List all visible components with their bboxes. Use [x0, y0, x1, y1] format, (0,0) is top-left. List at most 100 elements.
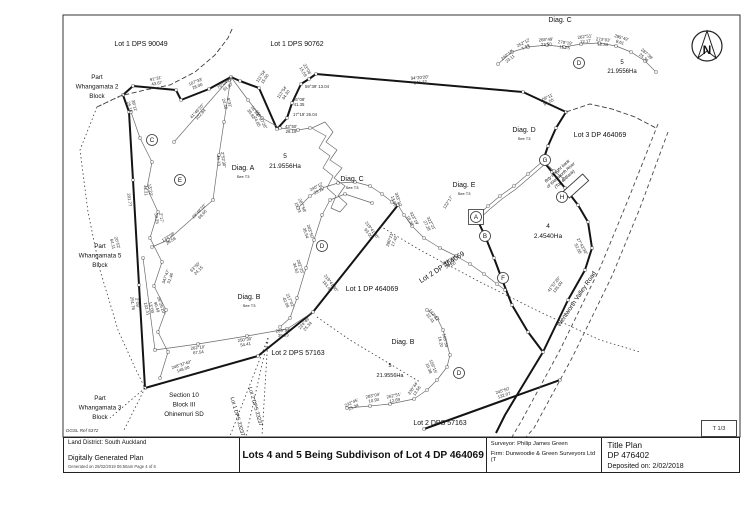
label-lot2-dp464069: Lot 2 DP 464069 [418, 250, 466, 284]
bearing-label: 207°58'15.73 [293, 198, 308, 215]
traverse-mark [320, 186, 324, 190]
bearing-label: 59°39' 13.04 [305, 84, 330, 89]
reference-mark-letter: H [560, 194, 564, 201]
reference-mark-g [539, 154, 551, 166]
reference-mark-letter: C [150, 137, 155, 144]
traverse-mark [131, 84, 135, 88]
reference-mark-letter: E [178, 177, 182, 184]
title-block: Land District: South Auckland Digitally … [63, 437, 740, 473]
traverse-mark [438, 246, 442, 250]
bearing-label: 240°12'23.11 [309, 181, 327, 197]
reference-mark-f [497, 272, 509, 284]
bearing-label: 250°30'54.41 [237, 336, 253, 348]
traverse-mark [166, 238, 170, 242]
traverse-mark [307, 77, 311, 81]
traverse-mark [158, 376, 162, 380]
traverse-mark [526, 172, 530, 176]
traverse-mark [526, 45, 530, 49]
traverse-mark [643, 59, 647, 63]
bearing-label: 283°04'10.93 [365, 392, 381, 405]
bearing-label: 202°25'34.62 [291, 259, 305, 276]
label-lot1-dp464069: Lot 1 DP 464069 [346, 286, 399, 293]
bearing-label: 26°08'41.35 [293, 97, 305, 107]
bearing-label: 39°11'25.16 [126, 99, 139, 113]
traverse-4146 [173, 76, 232, 143]
traverse-mark [422, 427, 426, 431]
traverse-mark [410, 224, 414, 228]
digitally-generated-plan: Digitally Generated Plan [68, 455, 144, 462]
traverse-left-short [142, 257, 156, 351]
traverse-mark [454, 254, 458, 258]
traverse-mark [380, 192, 384, 196]
bearing-label: 285°49'8.61 [612, 33, 629, 47]
title-block-title-cell: Lots 4 and 5 Being Subdivison of Lot 4 D… [240, 438, 487, 472]
reference-mark-c [146, 134, 158, 146]
label-diag-c-north: Diag. C [548, 17, 571, 24]
traverse-mark [545, 43, 549, 47]
traverse-mark [412, 397, 416, 401]
traverse-mark [174, 88, 178, 92]
bearing-label: 109°11'81.55 [539, 92, 556, 107]
bearing-label: 159°15'19.38 [424, 359, 439, 376]
traverse-mark [496, 62, 500, 66]
traverse-mark [196, 342, 200, 346]
traverse-mark [288, 316, 292, 320]
north-arrow-icon: N [691, 29, 723, 62]
reference-mark-d [453, 367, 465, 379]
traverse-mark [654, 70, 658, 74]
reference-mark-letter: F [501, 275, 505, 282]
bearing-label: 113°54'34.30 [276, 85, 292, 102]
bearing-label: 17°19' 26.04 [293, 112, 318, 117]
traverse-mark [217, 153, 221, 157]
label-lot2-dps23237: Lot 2 DPS 23237 [247, 386, 264, 426]
bearing-label: 2°08'251.76 [129, 296, 140, 311]
traverse-mark [448, 353, 452, 357]
bearing-label: 13°22'41.21 [142, 183, 153, 197]
creek-link [230, 76, 311, 131]
traverse-mark [148, 236, 152, 240]
ray-dps23237-1 [229, 337, 269, 437]
river-traverse [475, 160, 544, 218]
traverse-mark [498, 194, 502, 198]
traverse-mark [308, 194, 312, 198]
generated-note: Generated on 25/02/2019 06:50am Page 4 o… [68, 464, 156, 469]
traverse-mark [579, 42, 583, 46]
traverse-mark [521, 90, 525, 94]
bearing-label: 287°39'25.36 [637, 47, 654, 64]
bearing-label: 273°03'12.33 [595, 36, 610, 47]
traverse-mark [435, 378, 439, 382]
traverse-931 [212, 76, 232, 201]
label-lot3-dp464069: Lot 3 DP 464069 [574, 132, 627, 139]
traverse-mark [368, 184, 372, 188]
bearing-label: 91°31'43.67 [149, 75, 163, 87]
traverse-mark [299, 82, 303, 86]
bearing-label: 94°20'20"346.32 [410, 74, 430, 85]
traverse-mark [211, 198, 215, 202]
bearing-label: 248°37'40"148.00 [171, 359, 194, 375]
ray-whangamata3-2 [123, 387, 146, 431]
traverse-mark [304, 266, 308, 270]
land-district: Land District: South Auckland [68, 440, 147, 446]
traverse-mark [435, 316, 439, 320]
traverse-mark [558, 378, 562, 382]
traverse-mark [238, 79, 242, 83]
traverse-mark [296, 128, 300, 132]
bearing-label: 262°10'67.54 [190, 344, 206, 356]
bearing-label: 333°10'13.56 [389, 192, 403, 209]
boundary-dps57163 [423, 379, 561, 430]
boundary-north [122, 73, 567, 130]
traverse-mark [510, 50, 514, 54]
traverse-mark [441, 328, 445, 332]
traverse-mark [396, 203, 400, 207]
reference-mark-b [479, 230, 491, 242]
title-block-left-cell: Land District: South Auckland Digitally … [64, 438, 241, 472]
road-edge-1 [511, 123, 659, 438]
traverse-mark [614, 44, 618, 48]
traverse-mark [314, 72, 318, 76]
sheet-ref-box: T 1/3 [701, 420, 737, 437]
